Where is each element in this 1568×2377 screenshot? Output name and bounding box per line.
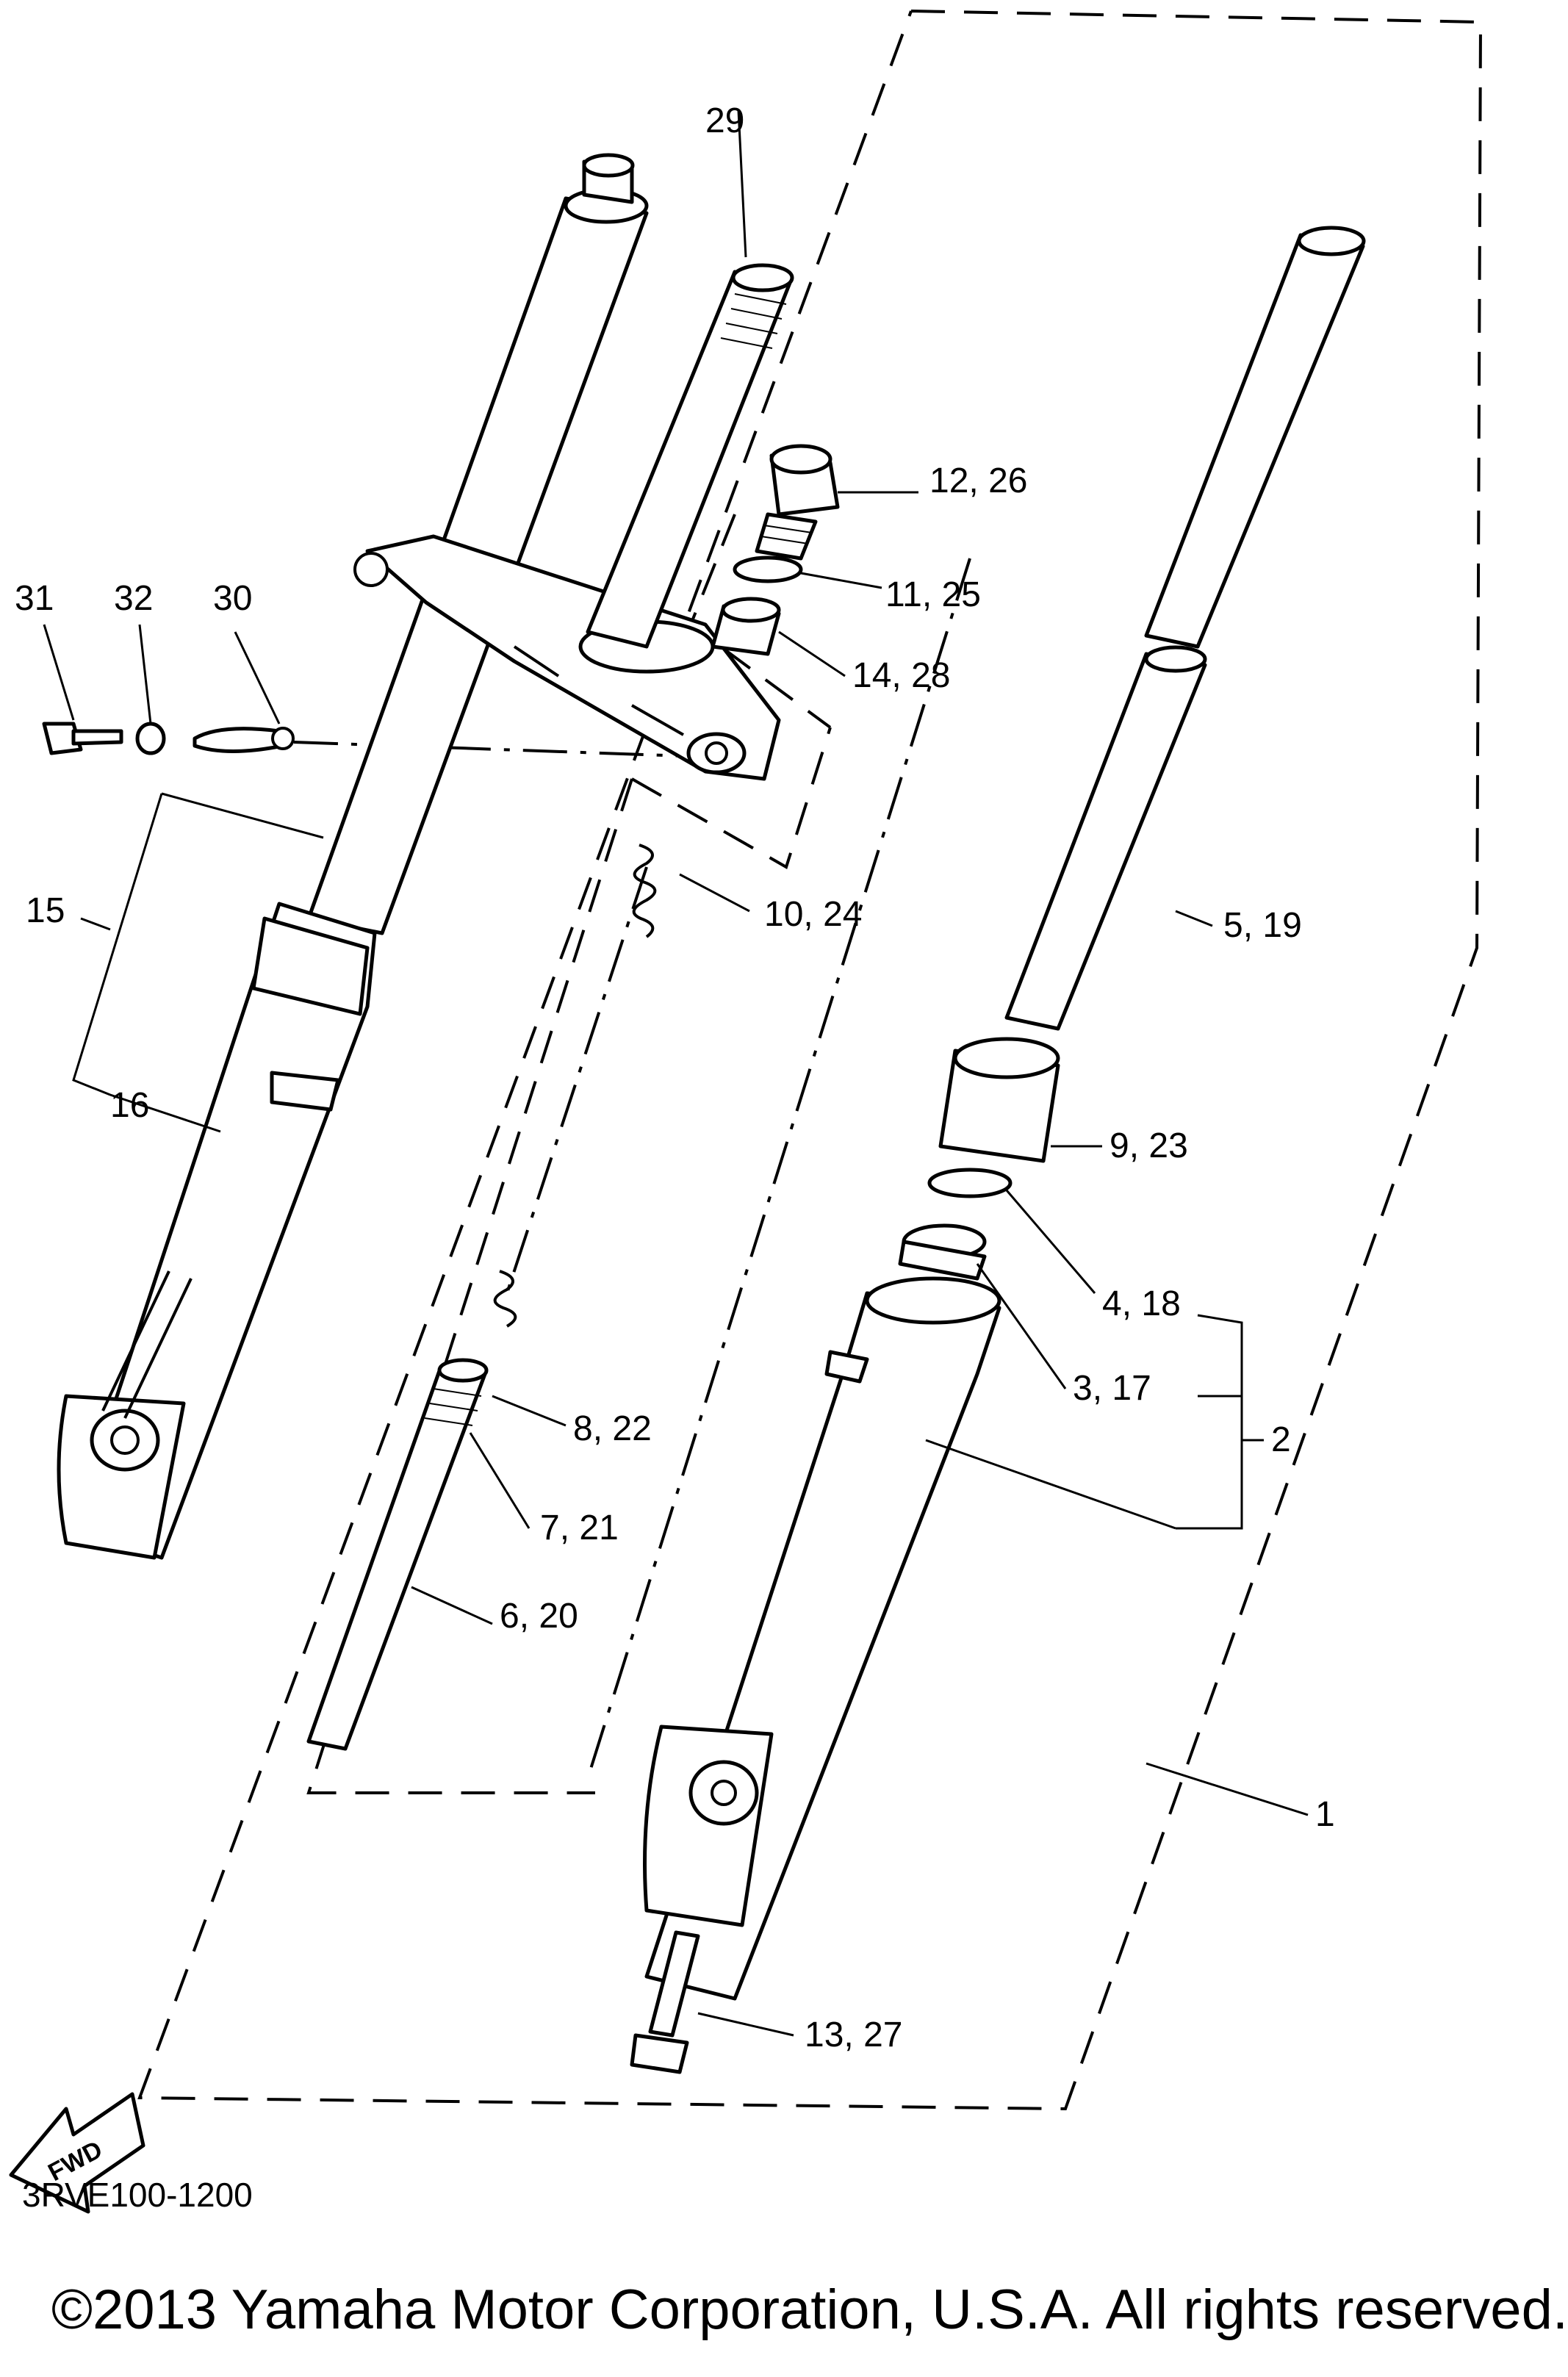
damper-bolt [630, 1930, 700, 2074]
leader-lines [43, 109, 1309, 2037]
callout-9-23: 9, 23 [1110, 1126, 1188, 1165]
callout-7-21: 7, 21 [540, 1508, 619, 1547]
fwd-arrow: FWD [9, 2092, 145, 2214]
assembled-fork-left [57, 153, 649, 1560]
diagram-code: 3RVE100-1200 [22, 2176, 253, 2214]
damper-rod [306, 1358, 489, 1751]
callout-6-20: 6, 20 [500, 1597, 578, 1636]
callout-16: 16 [110, 1086, 149, 1125]
oil-seal [898, 1223, 987, 1281]
callout-8-22: 8, 22 [573, 1409, 652, 1448]
callout-15: 15 [26, 891, 65, 930]
inner-tube [1004, 226, 1366, 1031]
callout-3-17: 3, 17 [1073, 1369, 1151, 1408]
spring-axis-line [506, 866, 648, 1294]
steering-stem [586, 263, 794, 649]
callouts: 29 12, 26 11, 25 14, 28 31 32 30 10, 24 … [15, 101, 1335, 2054]
callout-10-24: 10, 24 [764, 895, 862, 934]
fork-axis-line [586, 558, 971, 1779]
callout-5-19: 5, 19 [1223, 906, 1302, 945]
callout-13-27: 13, 27 [805, 2015, 902, 2054]
washer [135, 722, 166, 755]
o-ring [733, 555, 803, 583]
callout-31: 31 [15, 579, 54, 618]
pinch-bolt [42, 722, 123, 755]
cap-bolt [755, 444, 840, 561]
clamp-plate [193, 727, 285, 753]
callout-14-28: 14, 28 [852, 656, 950, 695]
callout-2: 2 [1271, 1420, 1291, 1459]
retaining-clip [927, 1168, 1013, 1198]
callout-29: 29 [705, 101, 744, 140]
damper-rod-group-boundary [306, 727, 832, 1794]
bolt-axis-line [293, 741, 706, 758]
fork-spring [493, 844, 657, 1328]
callout-1: 1 [1315, 1795, 1335, 1834]
assembly-boundary [137, 10, 1483, 2111]
callout-32: 32 [114, 579, 153, 618]
callout-11-25: 11, 25 [885, 575, 981, 614]
callout-30: 30 [213, 579, 252, 618]
callout-12-26: 12, 26 [929, 461, 1027, 500]
callout-4-18: 4, 18 [1102, 1284, 1181, 1323]
spacer-collar [711, 597, 781, 656]
outer-tube [643, 1276, 1001, 2001]
front-fork-exploded-diagram: FWD 29 12, 26 11, 25 14, 28 31 32 30 10,… [9, 10, 1483, 2214]
dust-seal [938, 1037, 1060, 1163]
copyright-notice: ©2013 Yamaha Motor Corporation, U.S.A. A… [51, 2279, 1568, 2341]
